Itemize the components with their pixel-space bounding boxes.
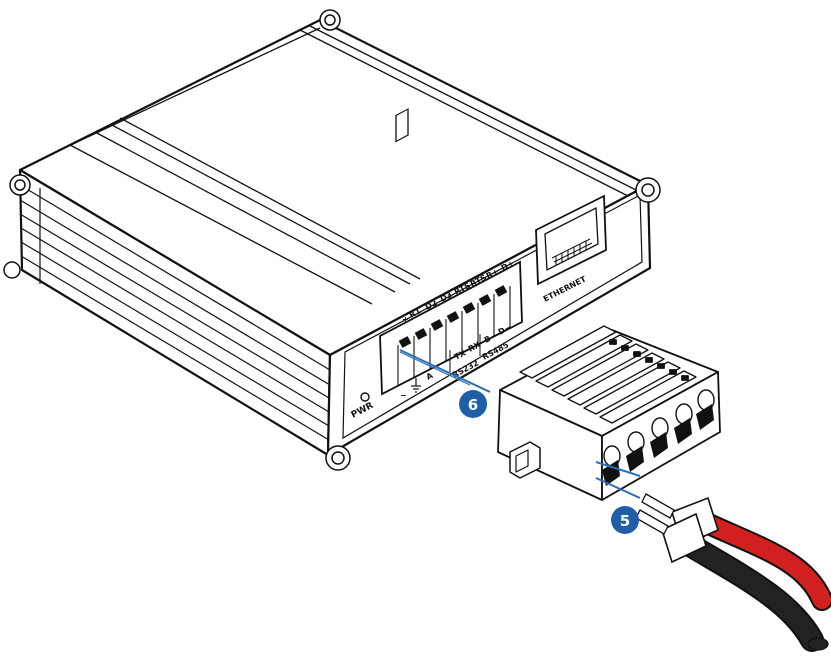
ground-icon — [411, 378, 421, 393]
led-icon — [360, 392, 370, 402]
callout-badge — [611, 506, 639, 534]
callout-5-number: 5 — [620, 512, 630, 530]
screw-icon — [325, 445, 351, 471]
terminal-label-plus: + — [402, 315, 409, 324]
callout-5: 5 — [595, 461, 641, 534]
terminal-label-a: A — [425, 371, 435, 382]
screw-icon — [9, 174, 31, 196]
wire-pair — [635, 493, 831, 652]
callout-6-number: 6 — [468, 396, 478, 414]
screw-icon — [319, 9, 341, 31]
housing-ribs-side — [19, 184, 331, 441]
screw-icon — [635, 177, 661, 203]
corner-screws — [3, 9, 661, 471]
terminal-label-minus: − — [400, 391, 407, 400]
socket-pins — [395, 108, 409, 143]
callout-badge — [459, 390, 487, 418]
terminal-plug — [497, 325, 721, 501]
screw-icon — [3, 261, 21, 279]
housing-ribs-top — [59, 25, 639, 305]
callout-6: 6 — [399, 349, 491, 418]
